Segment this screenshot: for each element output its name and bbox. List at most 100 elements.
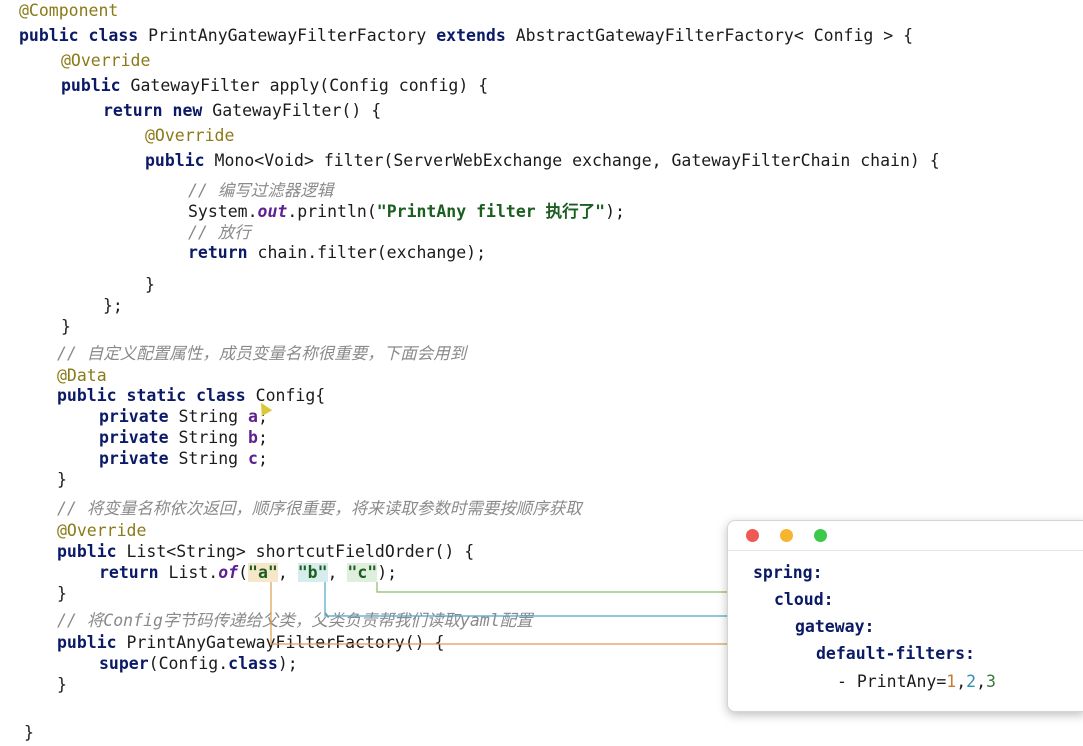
keyword: class (228, 654, 278, 673)
keyword: private (99, 428, 169, 447)
comment: // 编写过滤器逻辑 (188, 181, 334, 200)
code-text: } (57, 675, 67, 694)
maximize-window-icon[interactable] (814, 529, 827, 542)
code-text: GatewayFilter() { (202, 101, 382, 120)
code-line-1: @Component (19, 1, 118, 21)
keyword: public (57, 542, 117, 561)
code-line-2: public class PrintAnyGatewayFilterFactor… (19, 26, 913, 46)
code-line-19: private String b; (99, 428, 268, 448)
field-name: b (248, 428, 258, 447)
annotation: @Override (61, 51, 151, 70)
code-text: PrintAnyGatewayFilterFactory (138, 26, 437, 45)
code-line-23: @Override (57, 521, 146, 541)
keyword: private (99, 449, 169, 468)
string-literal-a: "a" (248, 563, 278, 582)
yaml-window: spring: cloud: gateway: default-filters:… (727, 520, 1083, 712)
keyword: public class (19, 26, 139, 45)
static-field: out (257, 202, 288, 221)
comment: // 自定义配置属性，成员变量名称很重要，下面会用到 (57, 344, 467, 363)
comment: // 将变量名称依次返回，顺序很重要，将来读取参数时需要按顺序获取 (57, 499, 582, 518)
yaml-arg-1: 1 (946, 672, 957, 691)
code-text: }; (103, 296, 123, 315)
static-method: of (218, 563, 239, 582)
code-text: Mono<Void> filter(ServerWebExchange exch… (204, 151, 940, 170)
code-line-9: System.out.println("PrintAny filter 执行了"… (188, 202, 625, 222)
code-line-4: public GatewayFilter apply(Config config… (61, 76, 488, 96)
keyword: super (99, 654, 149, 673)
code-line-26: } (57, 584, 67, 604)
yaml-line-cloud: cloud: (774, 590, 834, 610)
code-text: } (57, 584, 67, 603)
annotation: @Component (19, 1, 119, 20)
code-line-30: } (57, 675, 67, 695)
yaml-key: spring: (753, 563, 823, 582)
code-text: ; (257, 428, 268, 447)
comment: // 放行 (188, 223, 251, 242)
code-line-17: public static class Config{ (57, 386, 325, 406)
keyword: return new (103, 101, 203, 120)
code-line-24: public List<String> shortcutFieldOrder()… (57, 542, 474, 562)
yaml-line-spring: spring: (753, 563, 823, 583)
string-literal-c: "c" (347, 563, 378, 582)
code-text: .println( (287, 202, 377, 221)
code-line-7: public Mono<Void> filter(ServerWebExchan… (145, 151, 940, 171)
code-text: System. (188, 202, 258, 221)
field-name: a (248, 407, 258, 426)
code-text: , (277, 563, 298, 582)
code-text: ; (257, 407, 268, 426)
code-text: String (168, 449, 249, 468)
code-text: chain.filter(exchange); (247, 243, 487, 262)
code-line-5: return new GatewayFilter() { (103, 101, 381, 121)
yaml-key: gateway: (795, 617, 875, 636)
code-line-16: @Data (57, 366, 107, 386)
code-text: String (168, 428, 249, 447)
yaml-line-default-filters: default-filters: (816, 644, 975, 664)
code-line-15: // 自定义配置属性，成员变量名称很重要，下面会用到 (57, 344, 466, 364)
string-literal-b: "b" (297, 563, 328, 582)
code-text: } (145, 275, 155, 294)
yaml-key: cloud: (774, 590, 834, 609)
keyword: private (99, 407, 169, 426)
code-line-25: return List.of("a", "b", "c"); (99, 563, 397, 583)
keyword: public static class (57, 386, 246, 405)
code-line-22: // 将变量名称依次返回，顺序很重要，将来读取参数时需要按顺序获取 (57, 499, 582, 519)
minimize-window-icon[interactable] (780, 529, 793, 542)
code-text: List<String> shortcutFieldOrder() { (116, 542, 475, 561)
code-text: GatewayFilter apply(Config config) { (120, 76, 489, 95)
code-line-21: } (57, 470, 67, 490)
code-line-20: private String c; (99, 449, 268, 469)
keyword: return (188, 243, 248, 262)
code-line-6: @Override (145, 126, 234, 146)
code-text: } (61, 317, 71, 336)
yaml-value: - PrintAny= (837, 672, 947, 691)
code-text: ; (257, 449, 268, 468)
annotation: @Override (57, 521, 147, 540)
code-text: PrintAnyGatewayFilterFactory() { (116, 633, 445, 652)
code-text: Config{ (245, 386, 326, 405)
code-text: } (24, 723, 34, 742)
code-text: (Config. (148, 654, 229, 673)
annotation: @Override (145, 126, 235, 145)
code-line-8: // 编写过滤器逻辑 (188, 181, 333, 201)
code-line-18: private String a; (99, 407, 268, 427)
keyword: public (57, 633, 117, 652)
code-text: AbstractGatewayFilterFactory< Config > { (505, 26, 914, 45)
keyword: public (61, 76, 121, 95)
code-text: List. (158, 563, 219, 582)
code-text: ); (605, 202, 625, 221)
yaml-line-printany: - PrintAny=1,2,3 (837, 672, 996, 692)
code-line-10: // 放行 (188, 223, 251, 243)
yaml-line-gateway: gateway: (795, 617, 874, 637)
code-text: ); (377, 563, 398, 582)
code-line-11: return chain.filter(exchange); (188, 243, 486, 263)
code-line-12: } (145, 275, 155, 295)
title-bar-divider (728, 550, 1083, 551)
close-window-icon[interactable] (746, 529, 759, 542)
code-line-13: }; (103, 296, 123, 316)
yaml-separator: , (956, 672, 967, 691)
code-line-31: } (24, 723, 34, 743)
annotation: @Data (57, 366, 107, 385)
keyword: return (99, 563, 159, 582)
keyword: extends (436, 26, 506, 45)
